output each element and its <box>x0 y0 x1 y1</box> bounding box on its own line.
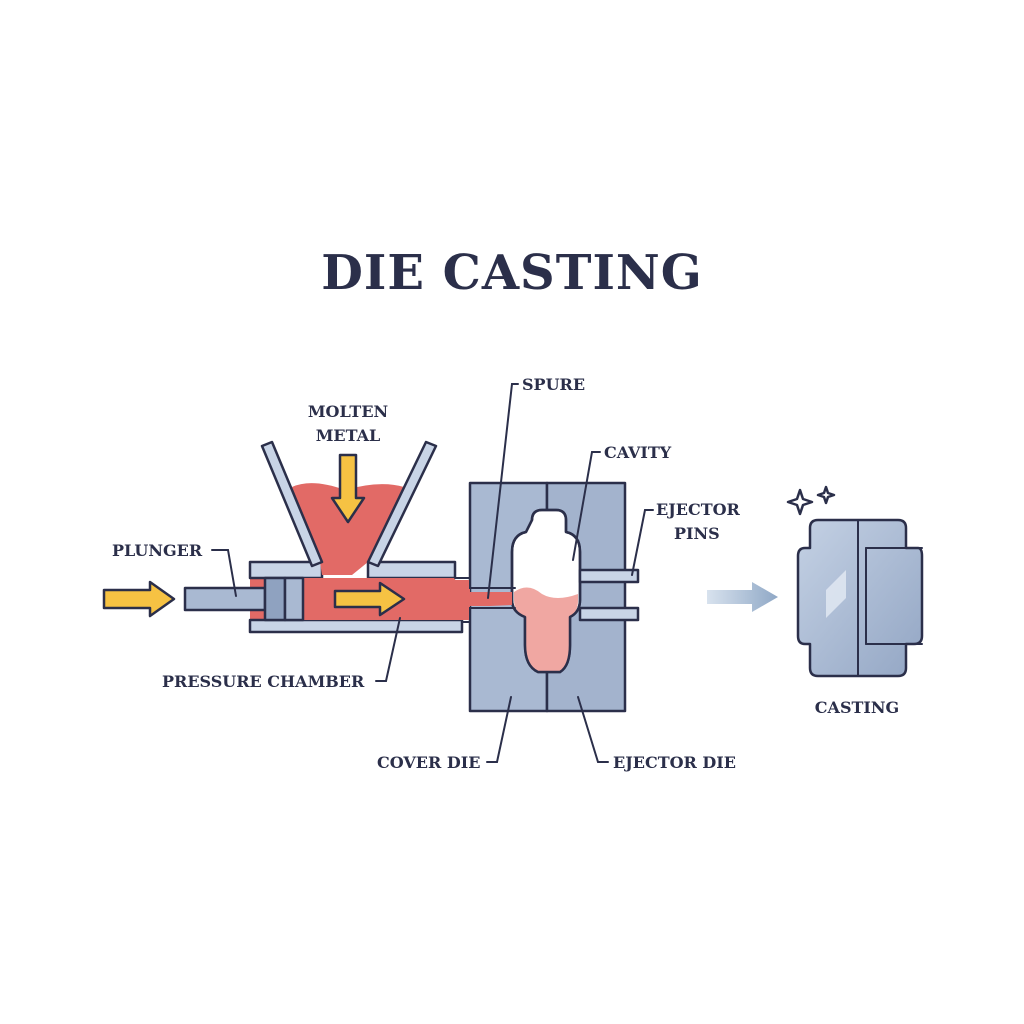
leader-pressure-chamber <box>375 617 401 682</box>
label-ejector-die: EJECTOR DIE <box>613 753 736 772</box>
label-molten-metal-line1: MOLTEN <box>308 402 388 421</box>
leader-cavity <box>572 451 601 561</box>
blue-arrow-icon <box>707 582 778 612</box>
label-pressure-chamber: PRESSURE CHAMBER <box>162 672 365 691</box>
yellow-arrow-icon <box>330 453 366 524</box>
leader-plunger <box>211 549 237 597</box>
label-casting: CASTING <box>815 698 899 717</box>
diagram-title: DIE CASTING <box>321 245 703 301</box>
hopper <box>260 440 438 575</box>
leader-ejector-pins <box>631 509 654 576</box>
ejector-pins <box>578 568 640 622</box>
label-cover-die: COVER DIE <box>377 753 480 772</box>
yellow-arrow-icon <box>102 580 176 618</box>
pressure-chamber <box>248 560 470 634</box>
leader-cover-die <box>486 696 512 763</box>
label-molten-metal-line2: METAL <box>316 426 381 445</box>
yellow-arrow-icon <box>333 581 406 617</box>
sparkle-icon <box>786 485 836 516</box>
leader-spure <box>487 383 519 599</box>
label-ejector-pins-line1: EJECTOR <box>656 500 741 519</box>
plunger <box>183 576 305 622</box>
cavity-molten-fill <box>514 587 578 672</box>
casting-part <box>796 518 924 678</box>
label-cavity: CAVITY <box>604 443 672 462</box>
leader-ejector-die <box>577 696 609 763</box>
label-plunger: PLUNGER <box>112 541 203 560</box>
label-ejector-pins-line2: PINS <box>674 524 720 543</box>
label-spure: SPURE <box>522 375 585 394</box>
